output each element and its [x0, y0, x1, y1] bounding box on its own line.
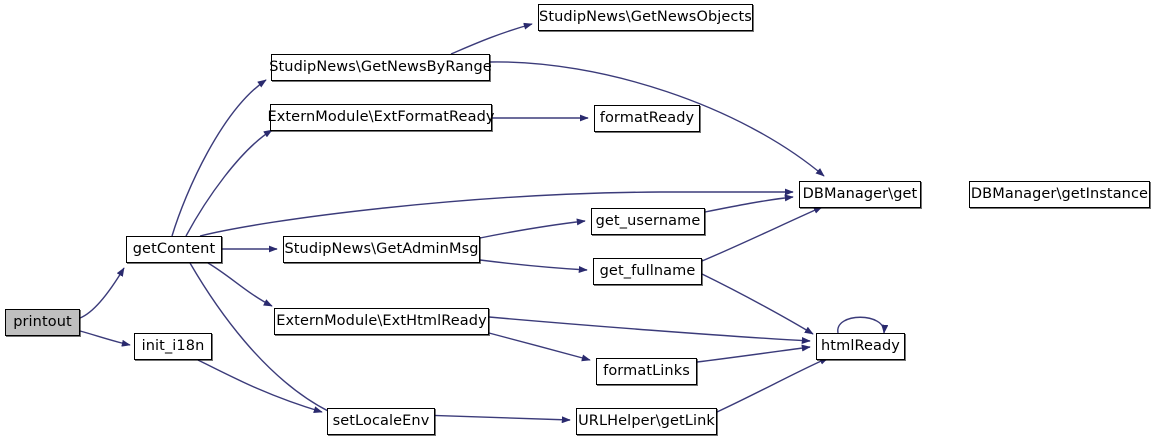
graph-node-label: setLocaleEnv — [332, 413, 430, 430]
graph-node-label: URLHelper\getLink — [578, 413, 715, 430]
graph-node-getLink[interactable]: URLHelper\getLink — [576, 408, 717, 435]
graph-node-getContent[interactable]: getContent — [126, 236, 222, 263]
graph-node-getNewsByRange[interactable]: StudipNews\GetNewsByRange — [269, 54, 492, 81]
edge-getAdminMsg-to-get_fullname — [479, 259, 588, 274]
graph-node-formatReady[interactable]: formatReady — [594, 105, 700, 132]
graph-node-label: ExternModule\ExtFormatReady — [267, 109, 495, 126]
graph-node-getNewsObjects[interactable]: StudipNews\GetNewsObjects — [538, 4, 753, 31]
edge-getAdminMsg-to-get_username — [479, 218, 586, 239]
edge-getNewsByRange-to-getNewsObjects — [450, 22, 533, 55]
graph-node-label: StudipNews\GetAdminMsg — [284, 241, 479, 258]
edge-getContent-to-dbGet — [199, 188, 794, 237]
graph-node-getAdminMsg[interactable]: StudipNews\GetAdminMsg — [283, 236, 480, 263]
edge-printout-to-init_i18n — [79, 330, 131, 347]
edge-getContent-to-extFormatReady — [185, 129, 273, 237]
edge-getContent-to-extHtmlReady — [207, 262, 273, 307]
edge-get_fullname-to-htmlReady — [701, 273, 814, 335]
graph-node-label: getContent — [132, 241, 216, 258]
graph-node-label: printout — [13, 314, 72, 331]
edge-getNewsByRange-to-getNewsObjects2 — [489, 61, 825, 177]
graph-node-label: init_i18n — [141, 338, 205, 355]
edge-getLink-to-htmlReady — [716, 357, 829, 413]
edge-get_fullname-to-dbGet — [701, 206, 823, 262]
edge-printout-to-getContent — [79, 267, 125, 319]
graph-node-label: get_username — [595, 213, 701, 230]
graph-node-printout[interactable]: printout — [5, 309, 80, 336]
graph-node-label: formatReady — [599, 110, 695, 127]
edge-init_i18n-to-setLocaleEnv — [197, 359, 323, 414]
edge-group — [79, 22, 889, 424]
graph-node-dbGetInstance[interactable]: DBManager\getInstance — [969, 181, 1150, 208]
edge-get_username-to-dbGet — [704, 194, 794, 213]
graph-node-init_i18n[interactable]: init_i18n — [134, 333, 212, 360]
graph-node-extHtmlReady[interactable]: ExternModule\ExtHtmlReady — [274, 308, 489, 335]
graph-node-label: ExternModule\ExtHtmlReady — [276, 313, 487, 330]
graph-node-formatLinks[interactable]: formatLinks — [596, 358, 697, 385]
graph-node-setLocaleEnv[interactable]: setLocaleEnv — [327, 408, 435, 435]
edge-extHtmlReady-to-formatLinks — [488, 332, 591, 362]
edge-getContent-to-getNewsByRange — [171, 79, 267, 237]
edge-getContent-to-getLink — [189, 262, 571, 424]
graph-node-label: DBManager\get — [802, 186, 918, 203]
graph-node-get_fullname[interactable]: get_fullname — [593, 258, 702, 285]
graph-node-label: htmlReady — [821, 338, 900, 355]
graph-node-label: DBManager\getInstance — [970, 186, 1149, 203]
edge-formatLinks-to-htmlReady — [696, 344, 811, 363]
graph-node-label: formatLinks — [603, 363, 690, 380]
edge-extHtmlReady-to-htmlReady — [488, 316, 811, 345]
graph-node-extFormatReady[interactable]: ExternModule\ExtFormatReady — [267, 104, 495, 131]
graph-node-htmlReady[interactable]: htmlReady — [816, 333, 905, 360]
graph-node-label: StudipNews\GetNewsObjects — [539, 9, 752, 26]
graph-node-label: StudipNews\GetNewsByRange — [269, 59, 492, 76]
graph-node-dbGet[interactable]: DBManager\get — [799, 181, 921, 208]
graph-node-get_username[interactable]: get_username — [591, 208, 705, 235]
graph-node-label: get_fullname — [599, 263, 696, 280]
edge-htmlReady-to-htmlReady — [837, 316, 889, 334]
